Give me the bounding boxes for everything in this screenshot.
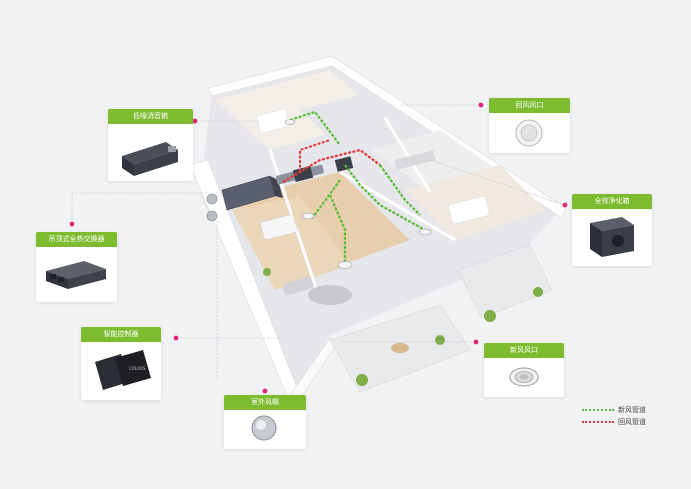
balcony-right	[457, 244, 553, 319]
dining-table	[260, 214, 298, 240]
fresh-duct-path-b	[344, 164, 426, 231]
legend-item-return-duct: 回风管道	[582, 417, 682, 427]
card-title-controller: 智能控制器	[81, 327, 161, 342]
legend: 新风管道 回风管道	[582, 405, 682, 429]
legend-item-fresh-duct: 新风管道	[582, 405, 682, 415]
plant-1	[356, 374, 368, 386]
return-vent-image	[515, 119, 543, 147]
fresh-duct-path-d	[328, 194, 347, 262]
purifier-box-image	[590, 217, 634, 257]
sofa	[282, 276, 314, 296]
card-title-heat-exchanger: 吊顶式全热交换器	[36, 232, 117, 247]
vent-1	[301, 212, 315, 220]
plant-2	[435, 335, 445, 345]
round-rug	[308, 285, 352, 305]
outdoor-hood-2	[206, 210, 218, 222]
vent-2	[337, 261, 353, 269]
heat-exchanger-image	[46, 261, 106, 289]
plant-4	[533, 287, 543, 297]
card-silencer-box: 低噪消音箱	[108, 109, 193, 181]
card-title-return-vent: 回风风口	[489, 98, 570, 113]
fresh-duct-path-c	[311, 179, 341, 219]
card-outdoor-hood: 室外风帽	[224, 395, 306, 449]
card-purifier-box: 全效净化箱	[572, 194, 652, 266]
room-dining-floor	[232, 196, 350, 290]
controller-image: COLORS	[95, 350, 151, 390]
bed-top	[256, 108, 290, 134]
card-return-vent: 回风风口	[489, 98, 570, 153]
card-title-outdoor-hood: 室外风帽	[224, 395, 306, 410]
controller-brand-text: COLORS	[129, 366, 146, 371]
card-title-silencer-box: 低噪消音箱	[108, 109, 193, 124]
fresh-vent-image	[509, 367, 539, 387]
card-controller: 智能控制器 COLORS	[81, 327, 161, 400]
leader-lines	[71, 104, 566, 380]
bed-right	[448, 195, 490, 225]
outdoor-hood-image	[251, 415, 277, 441]
legend-label-return-duct: 回风管道	[618, 418, 646, 426]
silencer-box-image	[122, 142, 178, 176]
vent-4	[284, 119, 296, 125]
fresh-duct-path-e	[379, 164, 421, 216]
balcony-table	[391, 343, 409, 353]
plant-5	[263, 268, 271, 276]
legend-label-fresh-duct: 新风管道	[618, 406, 646, 414]
card-heat-exchanger: 吊顶式全热交换器	[36, 232, 117, 302]
callout-markers	[69, 102, 568, 394]
return-duct-path	[282, 148, 381, 183]
plant-3	[484, 310, 496, 322]
room-bathroom	[300, 95, 388, 138]
card-title-fresh-vent: 新风风口	[484, 343, 564, 358]
card-fresh-vent: 新风风口	[484, 343, 564, 397]
card-title-purifier-box: 全效净化箱	[572, 194, 652, 209]
silencer-unit-2	[334, 156, 354, 172]
kitchen-counter	[394, 150, 436, 170]
legend-swatch-return-duct	[582, 421, 614, 423]
outdoor-hood-1	[206, 193, 218, 205]
legend-swatch-fresh-duct	[582, 409, 614, 411]
outer-wall	[207, 55, 567, 219]
vent-3	[418, 228, 432, 236]
silencer-unit-1	[292, 166, 314, 182]
